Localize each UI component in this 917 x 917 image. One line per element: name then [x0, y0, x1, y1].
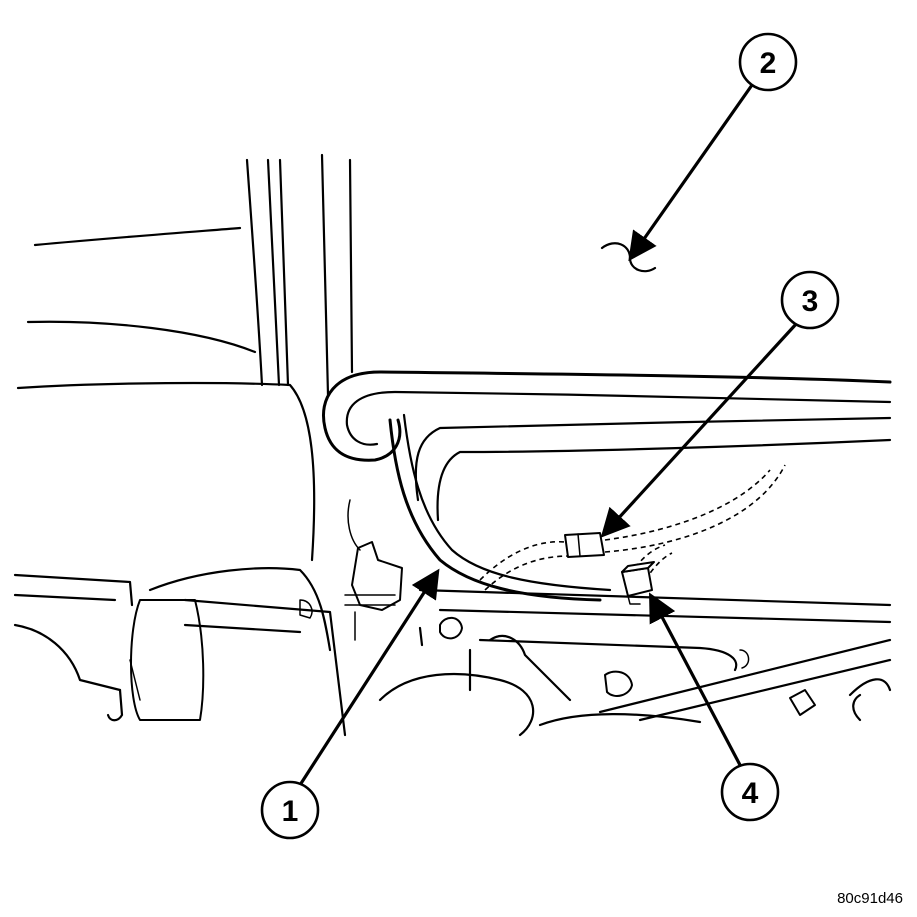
- callout-2-label: 2: [760, 47, 777, 80]
- lower-structure: [13, 567, 892, 737]
- wiring-harness: [388, 413, 612, 602]
- callout-1: 1: [260, 780, 320, 840]
- callout-3: 3: [780, 270, 840, 330]
- leader-arrow-1: [298, 568, 440, 786]
- callout-1-label: 1: [282, 795, 299, 828]
- callout-4: 4: [720, 762, 780, 822]
- figure-code: 80c91d46: [837, 890, 903, 907]
- seat-back-outline: [16, 226, 316, 562]
- callout-4-label: 4: [742, 777, 759, 810]
- pillar-outline: [245, 153, 354, 397]
- callout-2: 2: [738, 32, 798, 92]
- callout-3-label: 3: [802, 285, 819, 318]
- harness-channel: [322, 370, 892, 522]
- leader-arrow-3: [600, 321, 799, 538]
- component-4: [621, 561, 655, 605]
- windshield-reference-mark: [600, 242, 657, 273]
- leader-arrow-2: [628, 84, 754, 262]
- harness-clip: [344, 499, 403, 641]
- connector-3: [564, 532, 605, 558]
- leader-arrow-4: [649, 592, 742, 766]
